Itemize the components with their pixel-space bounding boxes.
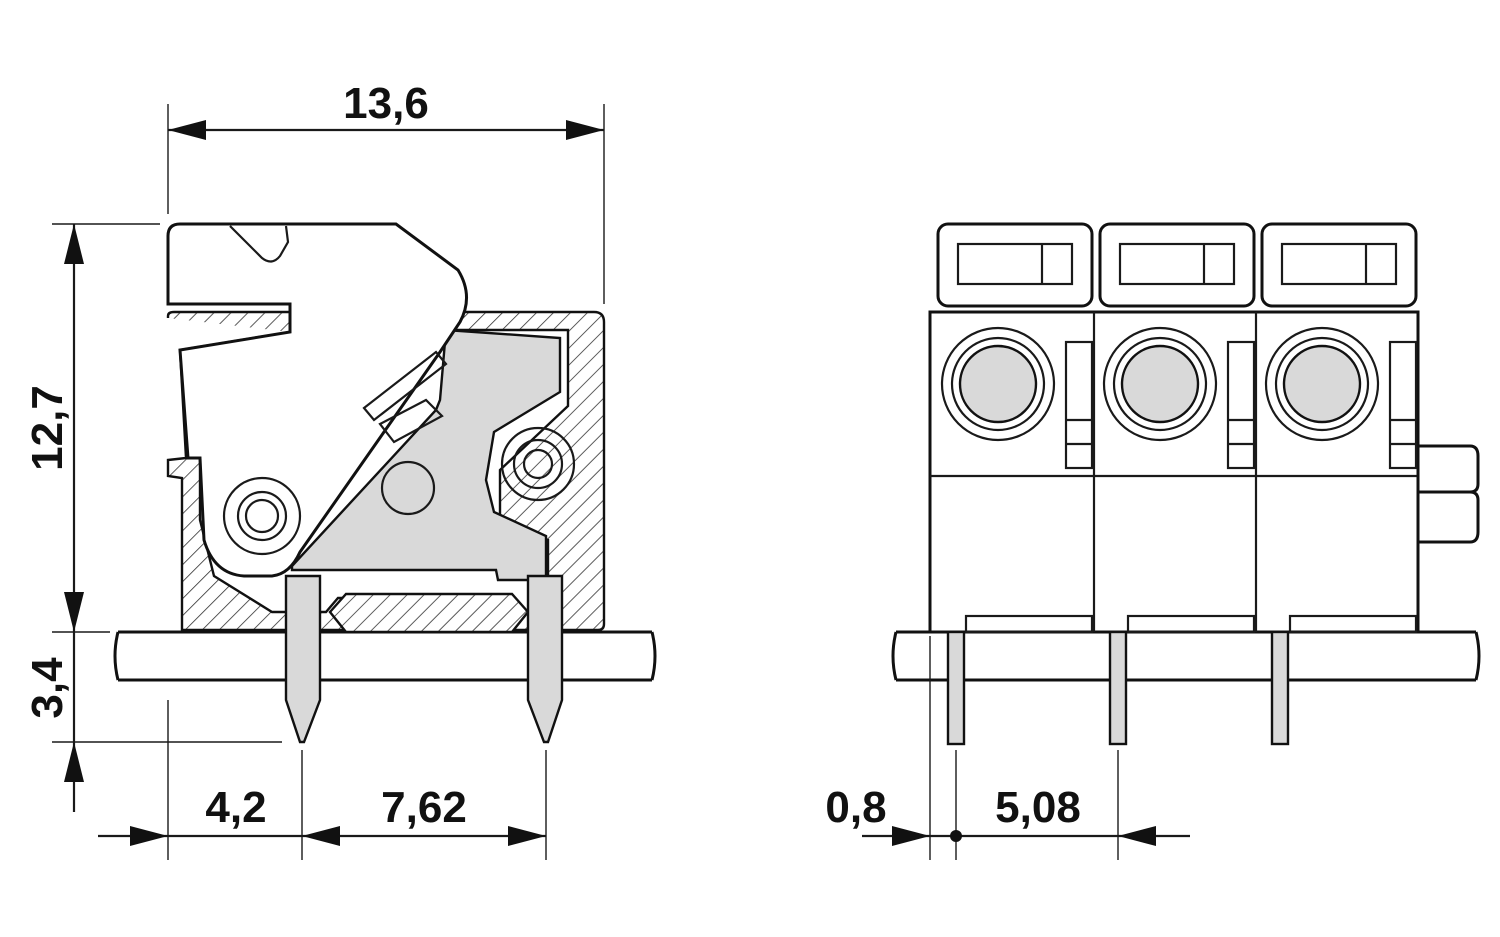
dim-pin-length: 3,4: [23, 657, 72, 719]
housing-base-bar: [328, 592, 530, 634]
lever-slot: [229, 225, 290, 263]
side-tab: [1416, 444, 1480, 544]
dim-body-height: 12,7: [23, 385, 72, 471]
arrow: [64, 224, 84, 264]
dim-pitch: 5,08: [995, 783, 1081, 832]
arrow: [302, 826, 340, 846]
base-step: [1126, 614, 1256, 634]
wire-entry-3[interactable]: [1264, 326, 1380, 442]
wire-entry-hole: [958, 344, 1038, 424]
wire-entry-1[interactable]: [940, 326, 1056, 442]
pcb-board-left: [113, 630, 657, 682]
base-step: [964, 614, 1094, 634]
dim-dot: [950, 830, 962, 842]
pin-right: [526, 574, 564, 744]
dim-overall-width: 13,6: [343, 79, 429, 128]
push-button[interactable]: [936, 222, 1094, 308]
pivot-left-core: [244, 498, 280, 534]
side-slot: [1388, 340, 1418, 470]
wire-entry-2[interactable]: [1102, 326, 1218, 442]
wire-entry-ring: [1274, 336, 1370, 432]
side-view: 13,6 12,7 3,4 4,2 7,62: [23, 79, 657, 860]
front-view: 0,8 5,08: [825, 222, 1481, 860]
dim-pin-spacing: 7,62: [381, 783, 467, 832]
arrow: [1118, 826, 1156, 846]
pivot-right-inner: [512, 438, 564, 490]
side-slot: [1226, 340, 1256, 470]
wire-entry-ring: [1112, 336, 1208, 432]
pin-3: [1270, 630, 1290, 746]
pin-1: [946, 630, 966, 746]
latch: [362, 350, 448, 444]
arrow: [566, 120, 604, 140]
base-step: [1288, 614, 1418, 634]
side-slot: [1064, 340, 1094, 470]
pivot-right-core: [522, 448, 554, 480]
push-button[interactable]: [1260, 222, 1418, 308]
pole-3: [1260, 222, 1418, 746]
button-window: [1118, 242, 1236, 286]
pole-2: [1098, 222, 1256, 746]
arrow: [508, 826, 546, 846]
button-window: [956, 242, 1074, 286]
dim-pin-offset: 4,2: [205, 783, 266, 832]
arrow: [168, 120, 206, 140]
arrow: [64, 592, 84, 632]
push-button[interactable]: [1098, 222, 1256, 308]
arrow: [130, 826, 168, 846]
pivot-right: [500, 426, 576, 502]
actuation-lever: [166, 222, 468, 578]
arrow: [892, 826, 930, 846]
pivot-left-inner: [236, 490, 288, 542]
dim-pin-thickness: 0,8: [825, 783, 886, 832]
pivot-left: [222, 476, 302, 556]
wire-entry-ring: [950, 336, 1046, 432]
pcb-board-right: [891, 630, 1481, 682]
button-window: [1280, 242, 1398, 286]
arrow: [64, 742, 84, 782]
pole-1: [936, 222, 1094, 746]
wire-entry-hole: [1282, 344, 1362, 424]
pin-left: [284, 574, 322, 744]
pivot-middle: [380, 460, 436, 516]
pin-2: [1108, 630, 1128, 746]
wire-entry-hole: [1120, 344, 1200, 424]
